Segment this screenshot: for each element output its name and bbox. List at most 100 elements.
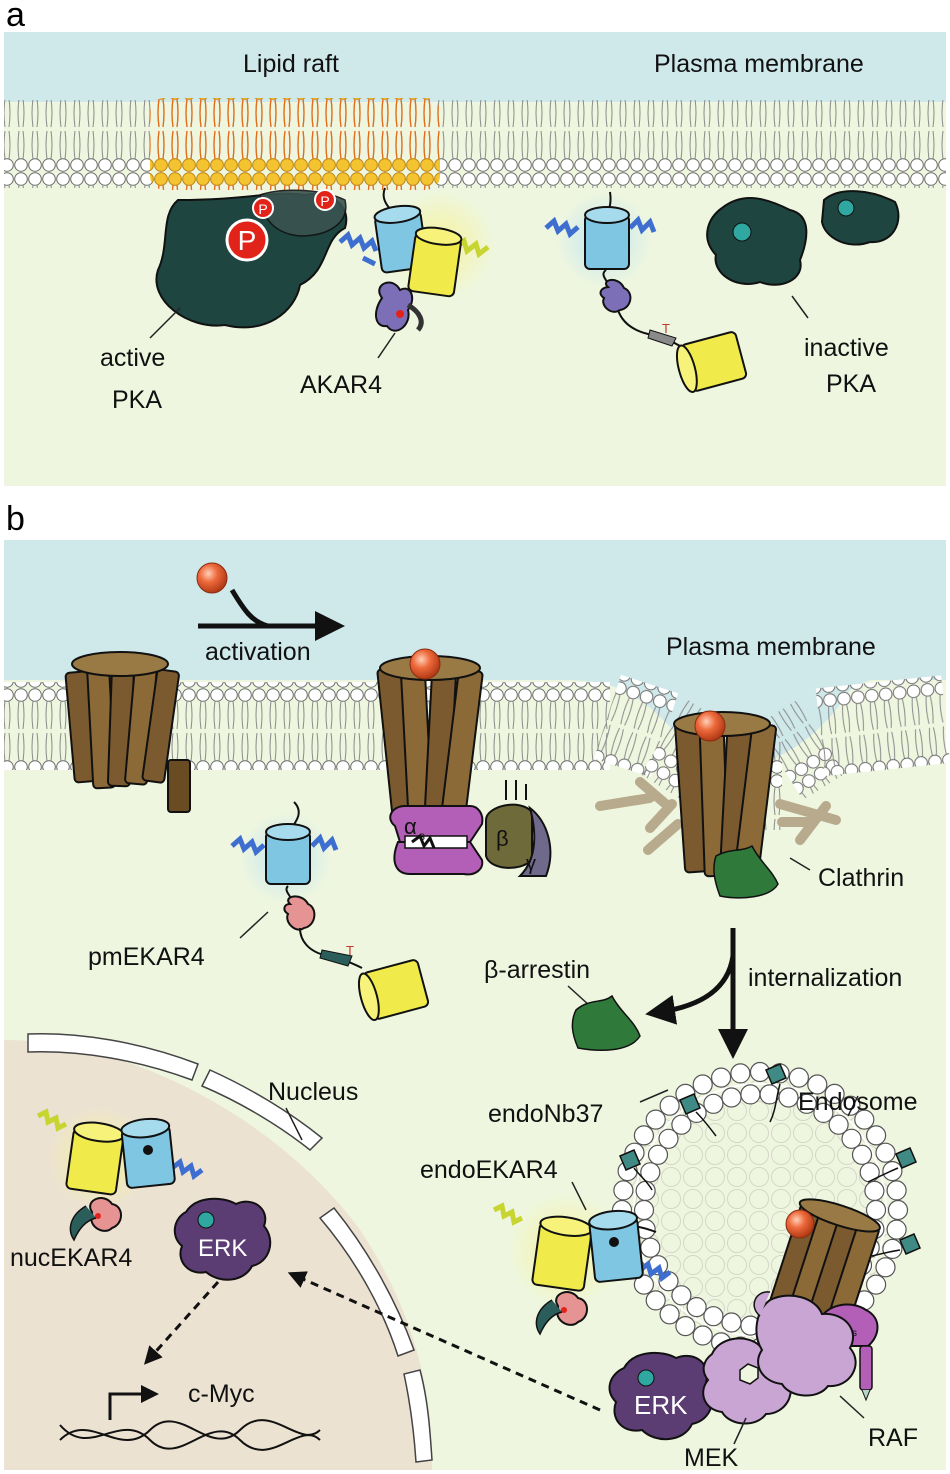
- pmekar4-sensor: T: [230, 801, 430, 1022]
- nucekar4-label: nucEKAR4: [10, 1244, 132, 1272]
- endosome-lipid-head: [841, 1128, 862, 1149]
- panel-a: a Lipid raft Plasma membrane P P P activ…: [4, 0, 946, 486]
- endosome-lipid-head: [640, 1237, 661, 1258]
- endosome-lipid-head: [633, 1125, 655, 1146]
- endosome-lipid-head: [692, 1074, 713, 1095]
- endoekar4-label: endoEKAR4: [420, 1156, 558, 1184]
- endosome-lipid-head: [659, 1304, 680, 1325]
- clathrin: [595, 777, 841, 855]
- ligand-bound-3: [785, 1209, 815, 1239]
- akar4-label: AKAR4: [300, 371, 382, 399]
- inactive-pka-label-1: inactive: [804, 334, 889, 362]
- endosome-lipid-head: [740, 1084, 761, 1105]
- endonb37: [619, 1063, 921, 1255]
- endosome-lipid-head: [864, 1180, 885, 1202]
- beta-arrestin-free: [571, 994, 641, 1051]
- svg-text:P: P: [238, 225, 257, 256]
- dna-strand-1: [59, 1419, 321, 1441]
- panel-a-membrane: [4, 100, 946, 188]
- internalization-label: internalization: [748, 964, 902, 992]
- endosome-lipid-head: [882, 1238, 903, 1260]
- endosome-lipid-head: [778, 1087, 799, 1108]
- ligand-bound-2: [694, 710, 726, 742]
- endosome-lipid-head: [647, 1144, 669, 1165]
- endosome-lipid-head: [865, 1125, 887, 1146]
- endosome-lipid-head: [659, 1095, 680, 1116]
- gamma-label: γ: [526, 853, 536, 875]
- active-pka-label-2: PKA: [112, 386, 162, 414]
- endosome-lipid-head: [703, 1306, 724, 1327]
- endosome-lipid-head: [886, 1219, 907, 1240]
- svg-text:ERK: ERK: [198, 1235, 247, 1262]
- endosome-lipid-head: [813, 1102, 834, 1124]
- endosome-lipid-head: [851, 1144, 873, 1165]
- cmyc-label: c-Myc: [188, 1380, 255, 1408]
- arrestin-release-arrow: [645, 955, 736, 1025]
- endosome-lipid-head: [875, 1142, 896, 1163]
- pmekar4-label: pmEKAR4: [88, 943, 205, 971]
- endosome-lipid-head: [807, 1074, 828, 1095]
- endosome-lipid-head: [796, 1093, 817, 1114]
- svg-text:P: P: [258, 201, 267, 217]
- phospho-big: [225, 218, 269, 262]
- ligand-bound-1: [409, 648, 441, 680]
- threonine-label-b: T: [346, 943, 354, 958]
- erk-cytosol: ERK: [608, 1351, 714, 1441]
- endoekar4-sensor: [492, 1192, 672, 1336]
- endosome-lipid-head: [788, 1067, 810, 1088]
- ligand: [196, 562, 228, 594]
- gpcr-inactive: [64, 651, 191, 813]
- endosome-lipid-head: [854, 1109, 875, 1130]
- raf: [753, 1291, 857, 1397]
- dna-strand-2: [59, 1424, 321, 1451]
- endosome-lipid-head: [730, 1063, 751, 1084]
- endosome-lipid-head: [703, 1093, 724, 1114]
- endosome-lipid-head: [645, 1109, 666, 1130]
- lipid-raft-label: Lipid raft: [243, 50, 339, 78]
- svg-text:s: s: [419, 829, 425, 843]
- phospho-small-1: [252, 197, 274, 219]
- endosome-label: Endosome: [798, 1088, 918, 1116]
- endonb37-label: endoNb37: [488, 1100, 603, 1128]
- clathrin-label: Clathrin: [818, 864, 904, 892]
- endosome-lipid-head: [721, 1312, 742, 1333]
- plasma-membrane-label-b: Plasma membrane: [666, 633, 876, 661]
- endosome-lipid-head: [640, 1162, 661, 1183]
- active-pka-label-1: active: [100, 344, 165, 372]
- endosome-lipid-head: [675, 1315, 696, 1337]
- beta-label: β: [496, 826, 509, 851]
- panel-a-letter: a: [6, 0, 25, 34]
- erk-to-cmyc-arrow: [143, 1280, 220, 1365]
- endosome-lipid-head: [887, 1199, 909, 1221]
- endosome-lipid-head: [633, 1274, 655, 1295]
- panel-a-extracellular: [4, 32, 946, 102]
- endosome-lipid-head: [824, 1083, 845, 1105]
- endosome-lipid-head: [692, 1325, 713, 1346]
- mek-label: MEK: [684, 1444, 739, 1472]
- endosome-lipid-head: [721, 1087, 742, 1108]
- beta-arrestin-label: β-arrestin: [484, 956, 590, 984]
- phospho-small-2: [314, 189, 336, 211]
- endosome-lipid-head: [635, 1180, 656, 1202]
- endosome-lipid-head: [865, 1274, 887, 1295]
- active-pka: P P P: [155, 189, 348, 329]
- plasma-membrane-label-a: Plasma membrane: [654, 50, 864, 78]
- inactive-pka-label-2: PKA: [826, 370, 876, 398]
- threonine-label-a: T: [662, 321, 670, 336]
- raf-label: RAF: [868, 1424, 918, 1452]
- beta-arrestin-bound: [713, 844, 779, 899]
- promoter-arrow: [108, 1385, 159, 1420]
- endosome-lipid-head: [686, 1296, 707, 1318]
- endosome-lipid-head: [671, 1114, 692, 1135]
- endosome-lipid-head: [828, 1114, 849, 1135]
- nucleus-label: Nucleus: [268, 1078, 358, 1106]
- g-protein: α s β γ: [389, 780, 552, 877]
- nucekar4-sensor: [36, 1106, 204, 1242]
- inactive-pka: [706, 190, 900, 286]
- endosome-lipid-head: [710, 1067, 732, 1088]
- akar4-open: T: [544, 191, 748, 394]
- erk-nucleus: ERK: [173, 1197, 272, 1281]
- svg-text:s: s: [852, 1328, 857, 1339]
- endosome-lipid-head: [886, 1180, 907, 1201]
